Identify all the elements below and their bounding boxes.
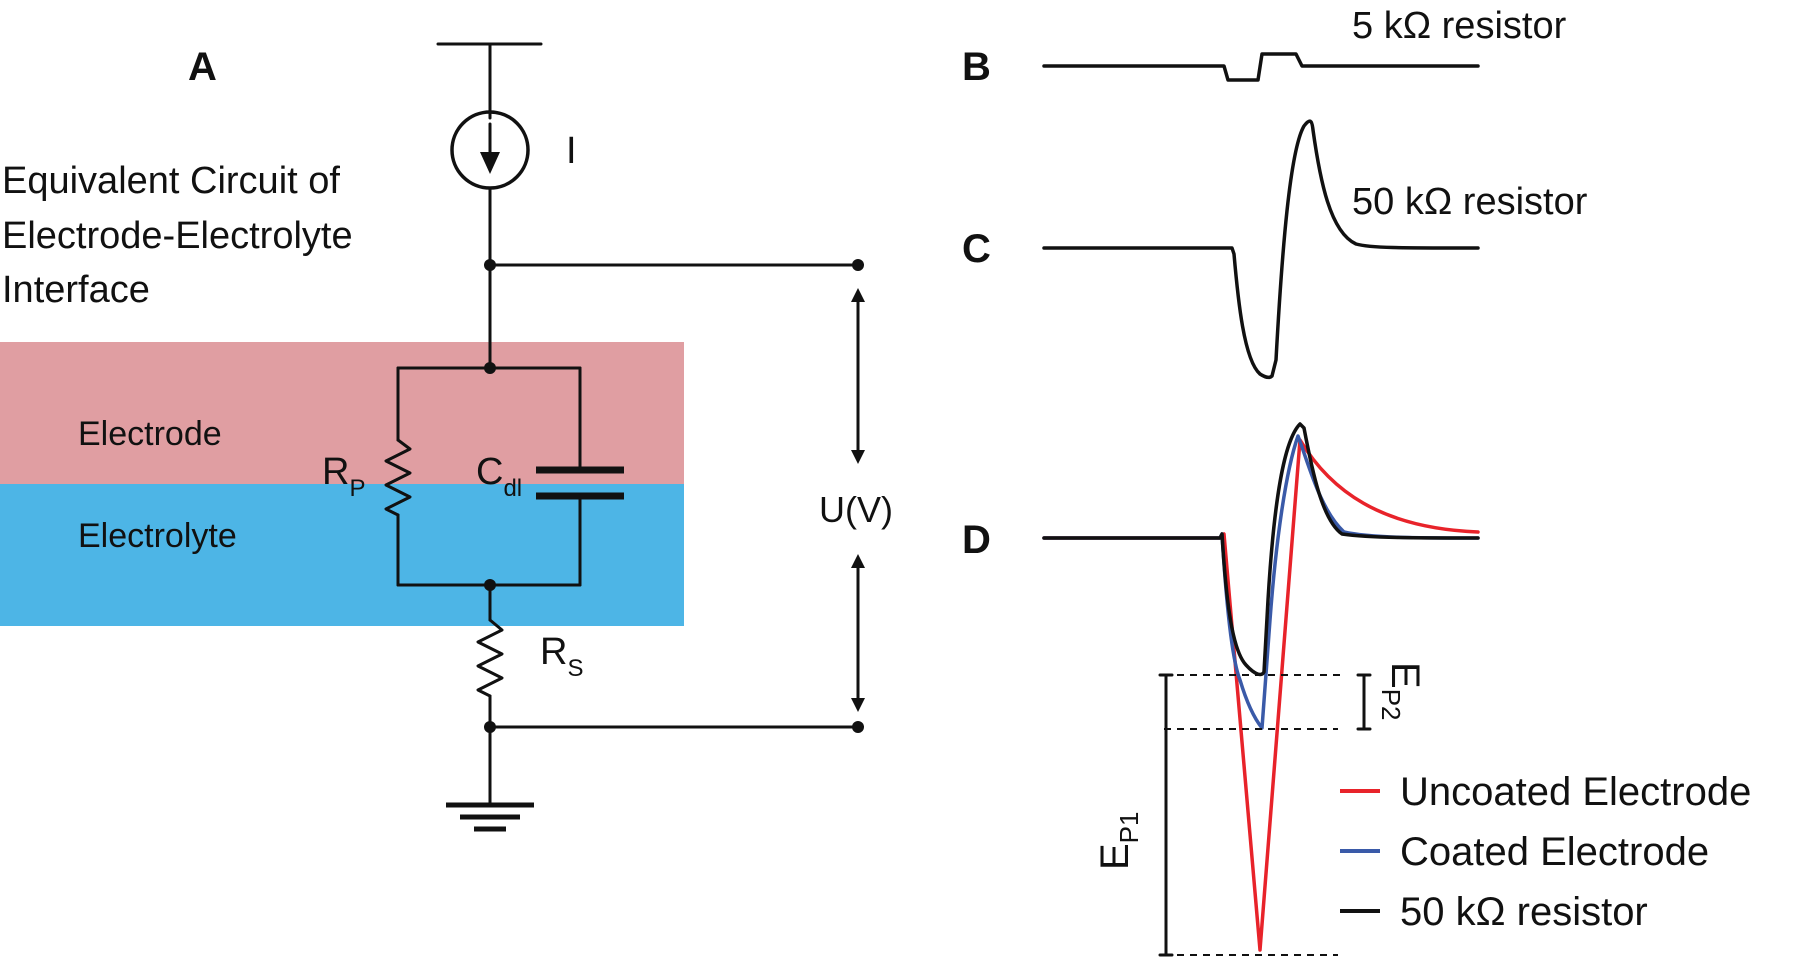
ep2-label-main: E: [1383, 662, 1427, 689]
rp-resistor: [384, 438, 412, 517]
legend-label-coated: Coated Electrode: [1400, 830, 1709, 874]
amplitude-markers: [1158, 673, 1372, 957]
terminal-top: [852, 259, 864, 271]
trace-b-label: 5 kΩ resistor: [1352, 5, 1567, 47]
legend-label-50k: 50 kΩ resistor: [1400, 890, 1648, 934]
trace-d-uncoated-electrode: [1042, 438, 1480, 952]
trace-d-50k-resistor: [1042, 422, 1480, 677]
legend-label-uncoated: Uncoated Electrode: [1400, 770, 1751, 814]
panel-label-c: C: [962, 227, 991, 271]
panel-label-b: B: [962, 45, 991, 89]
ep1-label: EP1: [1093, 812, 1144, 871]
circuit-title-line-2: Electrode-Electrolyte: [2, 215, 353, 257]
circuit-title: Equivalent Circuit of Electrode-Electrol…: [2, 160, 353, 311]
rs-label: RS: [540, 631, 583, 682]
voltage-label: U(V): [819, 489, 893, 530]
electrode-layer: [0, 342, 684, 484]
cdl-label: Cdl: [476, 451, 522, 502]
rp-label-sub: P: [349, 475, 365, 502]
circuit-title-line-1: Equivalent Circuit of: [2, 160, 340, 202]
panel-label-a: A: [188, 45, 217, 89]
electrolyte-layer: [0, 484, 684, 626]
ep2-label-sub: P2: [1376, 689, 1406, 721]
electrode-label: Electrode: [78, 415, 222, 453]
ep1-label-main: E: [1093, 843, 1137, 870]
ground-icon: [446, 802, 534, 832]
legend: Uncoated Electrode Coated Electrode 50 k…: [1340, 770, 1751, 934]
trace-b-5k-resistor: [1042, 52, 1480, 82]
rs-label-main: R: [540, 631, 567, 673]
circuit-title-line-3: Interface: [2, 269, 150, 311]
circuit-wiring: [384, 42, 865, 832]
cdl-label-sub: dl: [503, 475, 522, 502]
rs-resistor: [476, 618, 504, 698]
rp-label-main: R: [322, 451, 349, 493]
voltage-arrow-icon: [851, 288, 865, 712]
ep2-label: EP2: [1376, 662, 1427, 721]
panel-label-d: D: [962, 518, 991, 562]
rs-label-sub: S: [567, 655, 583, 682]
current-label: I: [566, 130, 577, 172]
ep1-label-sub: P1: [1114, 812, 1144, 844]
rp-label: RP: [322, 451, 365, 502]
terminal-bottom: [852, 721, 864, 733]
current-arrow-icon: [480, 152, 500, 174]
cdl-label-main: C: [476, 451, 503, 493]
trace-c-50k-resistor: [1042, 119, 1480, 380]
electrolyte-label: Electrolyte: [78, 517, 237, 555]
trace-c-label: 50 kΩ resistor: [1352, 181, 1588, 223]
